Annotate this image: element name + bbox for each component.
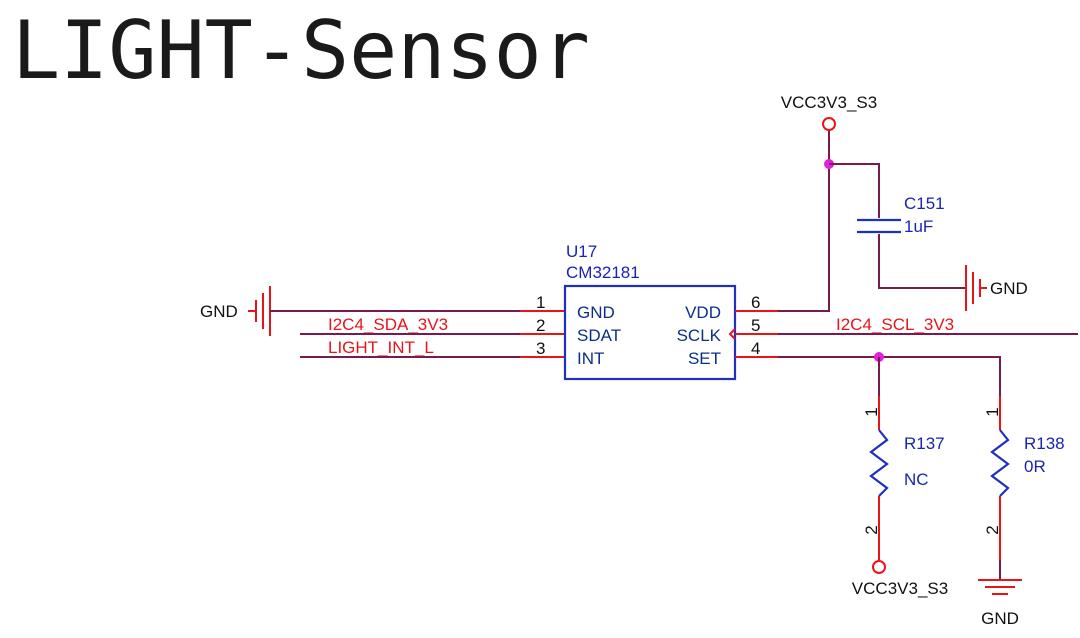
pin-number-1: 1 — [536, 293, 545, 312]
schematic-title: LIGHT-Sensor — [12, 4, 590, 97]
r138-pin1-number: 1 — [983, 407, 1002, 416]
r137-pin1-number: 1 — [862, 407, 881, 416]
r138-value: 0R — [1024, 457, 1046, 476]
ic-pin-sdat: SDAT — [577, 326, 621, 345]
r138-pin2-number: 2 — [983, 525, 1002, 534]
ic-ref: U17 — [566, 242, 597, 261]
gnd-symbol-left — [248, 286, 271, 336]
vcc-bottom-port-icon — [872, 560, 886, 574]
ic-pin-int: INT — [577, 349, 604, 368]
net-label-int: LIGHT_INT_L — [328, 338, 434, 357]
set-wire — [778, 356, 1001, 396]
pin-number-5: 5 — [751, 316, 760, 335]
ic-pin-vdd: VDD — [685, 303, 721, 322]
gnd-symbol-cap — [965, 265, 987, 311]
gnd-cap-label: GND — [990, 279, 1028, 298]
cap-value: 1uF — [904, 217, 933, 236]
ic-pin-sclk: SCLK — [677, 326, 722, 345]
ic-pin-set: SET — [688, 349, 721, 368]
resistor-r137 — [869, 429, 889, 497]
ic-body — [563, 284, 737, 381]
gnd-bottom-label: GND — [981, 609, 1019, 628]
r137-ref: R137 — [904, 434, 945, 453]
cap-top-wire — [829, 163, 880, 218]
net-label-scl: I2C4_SCL_3V3 — [836, 315, 954, 334]
vcc-bottom-label: VCC3V3_S3 — [852, 579, 948, 598]
pin-number-4: 4 — [751, 339, 760, 358]
net-label-sda: I2C4_SDA_3V3 — [328, 315, 448, 334]
cap-ref: C151 — [904, 194, 945, 213]
r138-ref: R138 — [1024, 434, 1065, 453]
gnd-symbol-bottom — [978, 579, 1022, 595]
vcc-top-label: VCC3V3_S3 — [781, 93, 877, 112]
cap-bottom-wire — [878, 234, 966, 289]
pin-number-3: 3 — [536, 339, 545, 358]
pin-number-6: 6 — [751, 293, 760, 312]
resistor-r138 — [990, 429, 1010, 497]
r137-pin2-number: 2 — [862, 525, 881, 534]
ic-pin-gnd: GND — [577, 303, 615, 322]
clock-marker-icon — [728, 328, 736, 340]
ic-part: CM32181 — [566, 263, 640, 282]
pin-number-2: 2 — [536, 316, 545, 335]
vcc-top-port-icon — [822, 117, 836, 131]
capacitor-c151 — [857, 218, 901, 234]
vdd-wire — [778, 164, 830, 312]
r137-value: NC — [904, 470, 929, 489]
gnd-left-label: GND — [200, 302, 238, 321]
